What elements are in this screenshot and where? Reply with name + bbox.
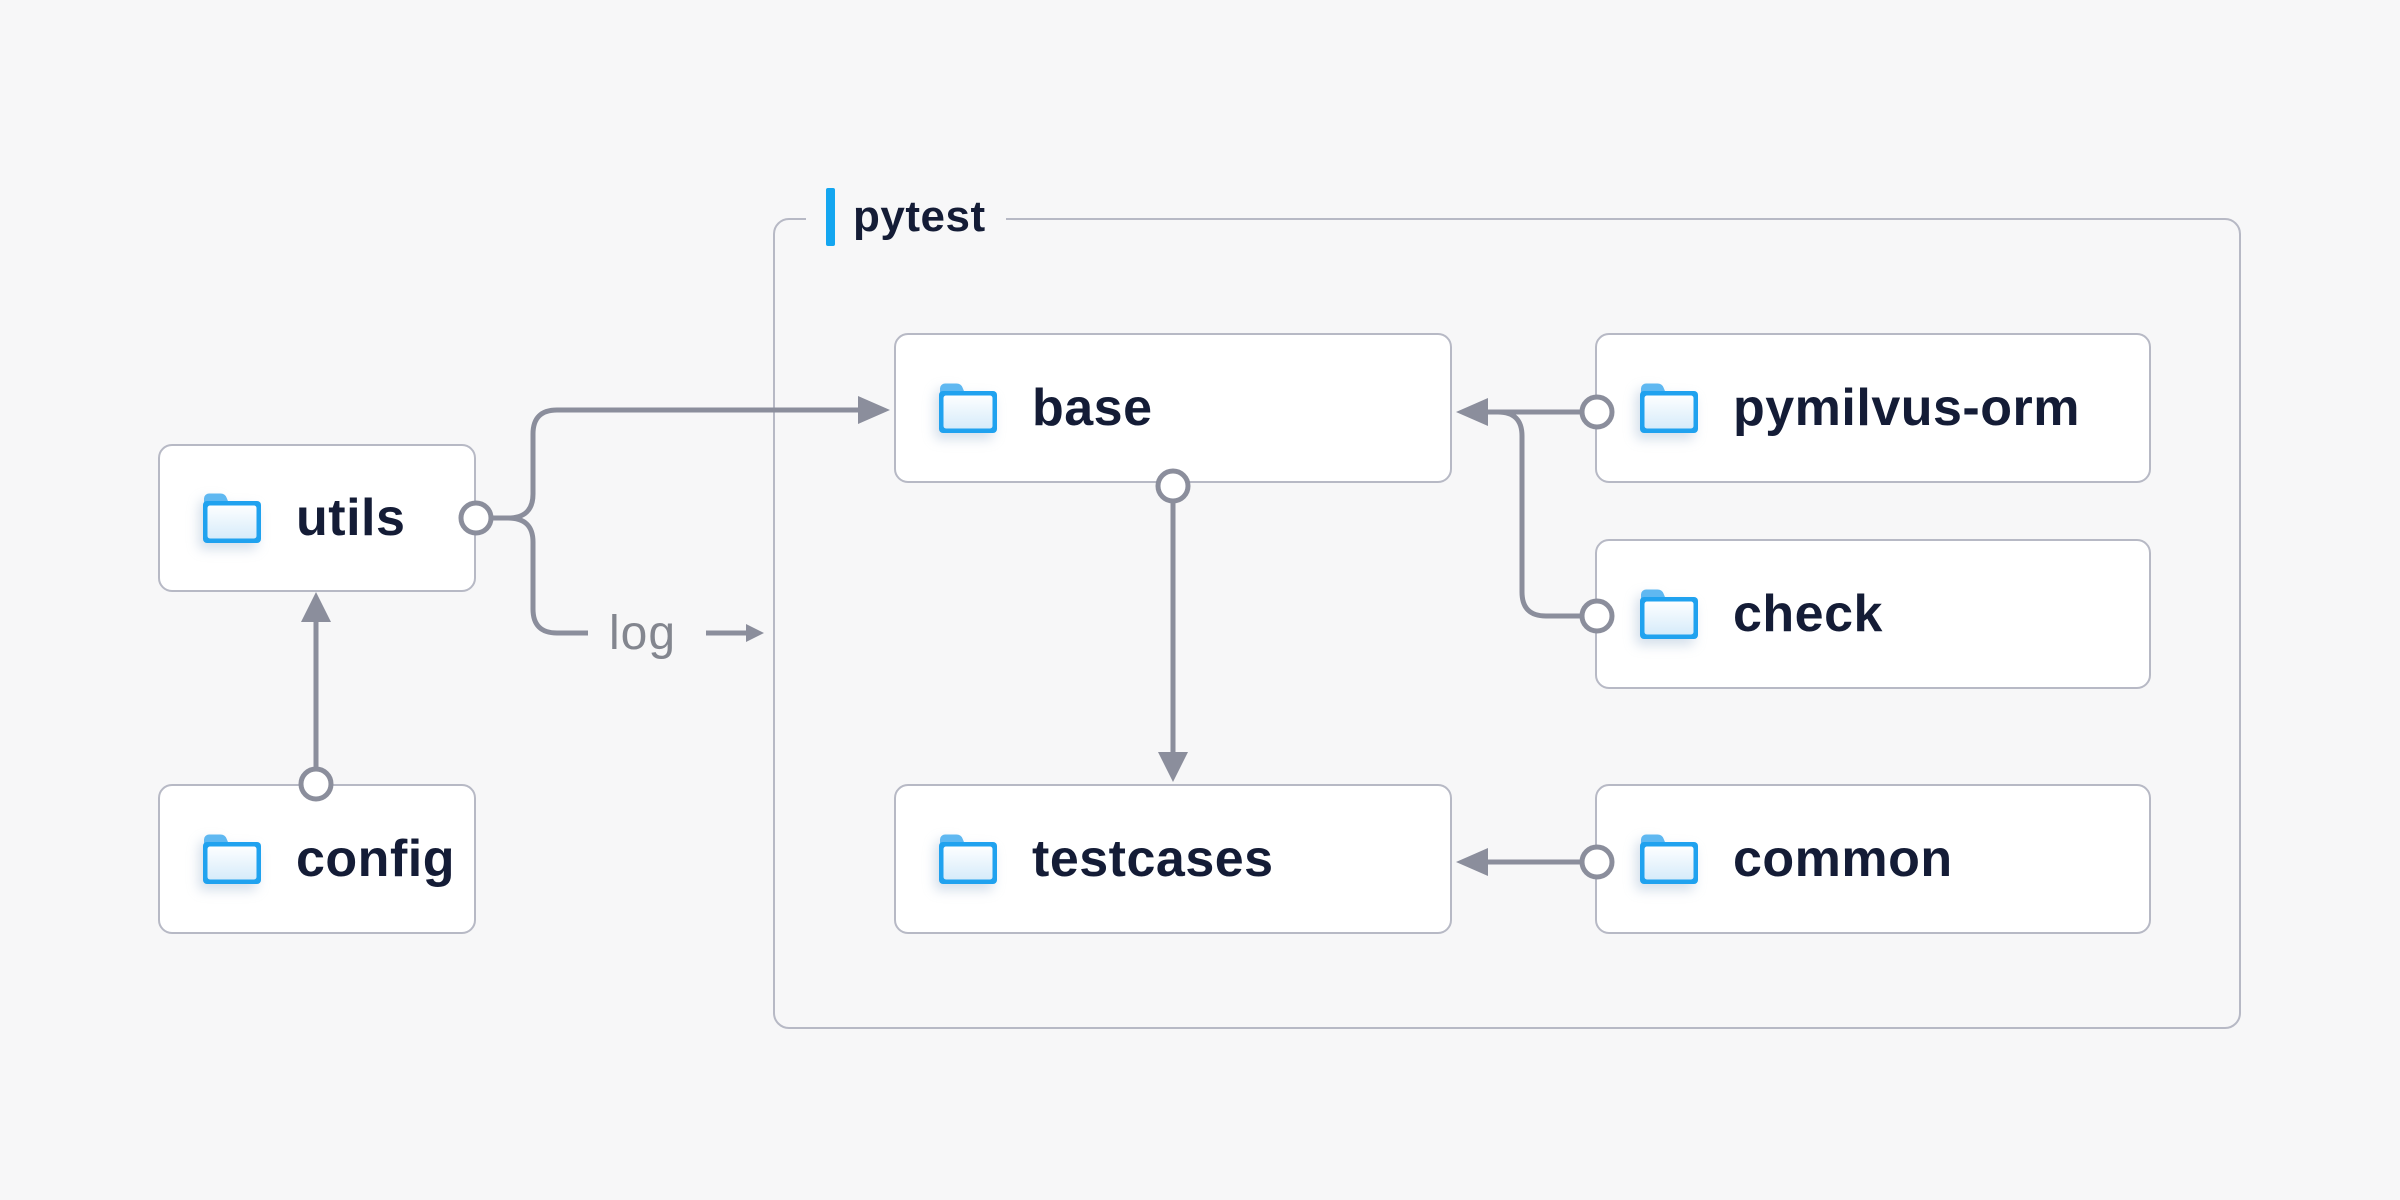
- accent-bar: [826, 188, 835, 246]
- folder-icon: [939, 383, 997, 433]
- folder-icon: [1640, 834, 1698, 884]
- edge-config-utils: [298, 592, 334, 802]
- folder-icon: [939, 834, 997, 884]
- pytest-group-box: [773, 218, 2241, 1029]
- folder-icon: [203, 834, 261, 884]
- node-label: check: [1733, 585, 1883, 643]
- arrowhead-up-icon: [301, 592, 331, 622]
- arrowhead-right-small-icon: [746, 624, 764, 642]
- node-utils: utils: [158, 444, 476, 592]
- node-common: common: [1595, 784, 2151, 934]
- node-label: utils: [296, 489, 406, 547]
- node-base: base: [894, 333, 1452, 483]
- pytest-group-label: pytest: [806, 184, 1006, 250]
- node-pymilvus-orm: pymilvus-orm: [1595, 333, 2151, 483]
- node-config: config: [158, 784, 476, 934]
- node-label: common: [1733, 830, 1953, 888]
- folder-icon: [203, 493, 261, 543]
- folder-icon: [1640, 383, 1698, 433]
- node-label: testcases: [1032, 830, 1274, 888]
- node-label: base: [1032, 379, 1153, 437]
- group-title: pytest: [853, 192, 986, 241]
- node-testcases: testcases: [894, 784, 1452, 934]
- folder-icon: [1640, 589, 1698, 639]
- node-label: pymilvus-orm: [1733, 379, 2080, 437]
- edge-label-log: log: [603, 602, 683, 664]
- node-label: config: [296, 830, 455, 888]
- node-check: check: [1595, 539, 2151, 689]
